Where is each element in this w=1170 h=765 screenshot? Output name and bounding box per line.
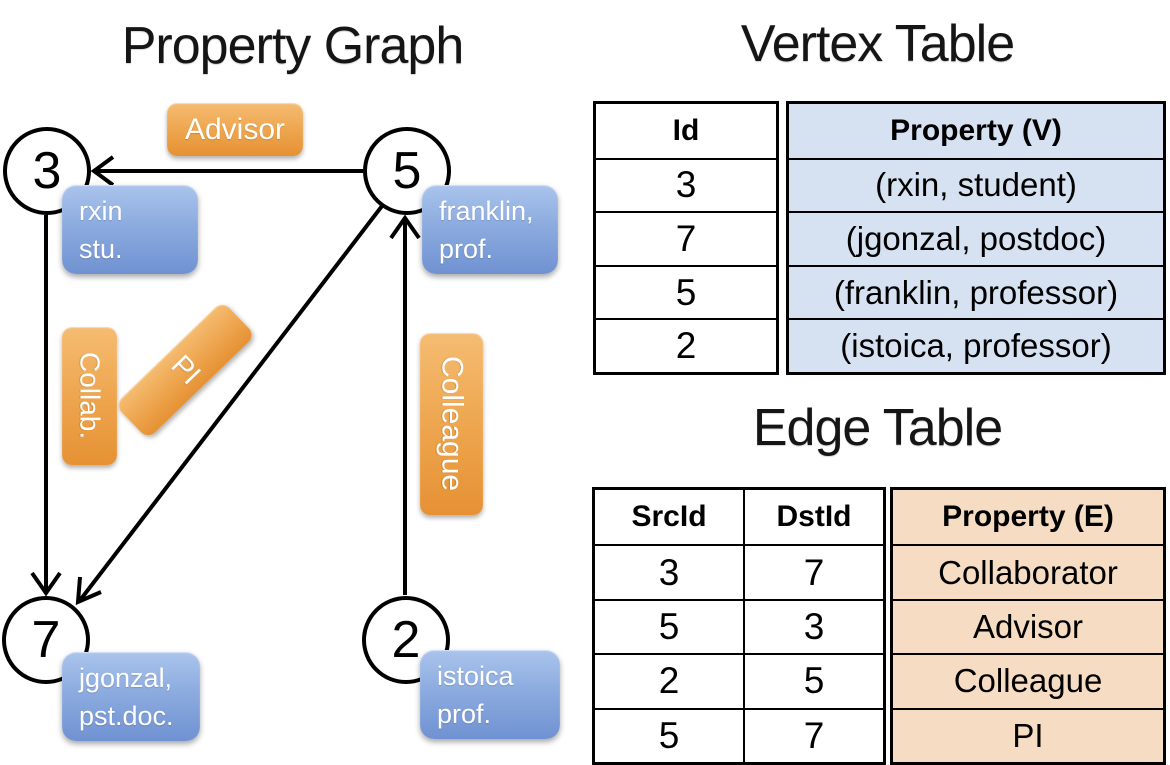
- graph-node-2: 2: [362, 596, 450, 684]
- vertex-table-id-column: Id 3 7 5 2: [593, 101, 779, 375]
- tables-panel: Vertex Table Id 3 7 5 2 Property (V) (rx…: [585, 0, 1170, 765]
- property-graph-panel: Property Graph Advisor Collab. PI Collea…: [0, 0, 585, 760]
- vertex-id-cell: 2: [596, 318, 776, 372]
- node-property-box-franklin: franklin, prof.: [422, 185, 558, 274]
- property-graph-title: Property Graph: [121, 17, 465, 75]
- graph-node-2-id: 2: [391, 611, 421, 669]
- node-property-box-rxin: rxin stu.: [62, 185, 198, 274]
- edge-srcid-cell: 3: [595, 544, 743, 598]
- edge-property-cell: Collaborator: [893, 544, 1163, 599]
- vertex-table-property-column: Property (V) (rxin, student) (jgonzal, p…: [786, 101, 1166, 375]
- node-property-box-istoica: istoica prof.: [420, 650, 560, 739]
- vertex-property-cell: (istoica, professor): [789, 318, 1163, 372]
- node-property-line1: istoica: [437, 661, 514, 691]
- edge-table-property-column: Property (E) Collaborator Advisor Collea…: [890, 487, 1166, 765]
- node-property-line2: pst.doc.: [79, 701, 174, 731]
- node-property-box-jgonzal: jgonzal, pst.doc.: [62, 652, 200, 741]
- vertex-id-cell: 5: [596, 264, 776, 319]
- edge-dstid-cell: 7: [743, 544, 883, 599]
- edge-dstid-cell: 7: [743, 707, 883, 762]
- edge-property-cell: Advisor: [893, 598, 1163, 654]
- node-property-line1: jgonzal,: [79, 663, 173, 693]
- edge-table-title: Edge Table: [752, 399, 1003, 457]
- edge-srcid-cell: 5: [595, 707, 743, 762]
- edge-srcid-cell: 2: [595, 653, 743, 707]
- edge-collab-arrowhead-icon: [30, 571, 62, 597]
- edge-srcid-header: SrcId: [631, 500, 707, 534]
- edge-label-pi-text: PI: [164, 348, 207, 391]
- edge-label-advisor: Advisor: [167, 103, 303, 156]
- node-property-line1: franklin,: [439, 196, 534, 226]
- edge-property-cell: PI: [893, 707, 1163, 762]
- edge-label-colleague: Colleague: [420, 333, 483, 515]
- node-property-line2: prof.: [437, 699, 492, 729]
- edge-pi-arrowhead-icon: [75, 576, 102, 606]
- edge-advisor-arrowhead-icon: [90, 155, 115, 187]
- graph-edges-canvas: [30, 155, 421, 606]
- vertex-property-cell: (franklin, professor): [789, 264, 1163, 319]
- node-property-line2: prof.: [439, 234, 494, 264]
- vertex-property-cell: (rxin, student): [789, 157, 1163, 212]
- edge-label-advisor-text: Advisor: [184, 112, 286, 146]
- edge-label-colleague-text: Colleague: [435, 356, 469, 492]
- edge-pi-line: [79, 204, 384, 601]
- graph-node-7-id: 7: [31, 611, 61, 669]
- edge-label-collab: Collab.: [62, 327, 117, 465]
- edge-property-cell: Colleague: [893, 653, 1163, 708]
- graph-node-3-id: 3: [32, 142, 62, 200]
- edge-table-id-columns: SrcId DstId 3 7 5 3 2 5 5 7: [592, 487, 886, 765]
- vertex-id-cell: 3: [596, 157, 776, 212]
- vertex-id-header: Id: [672, 113, 700, 147]
- vertex-property-cell: (jgonzal, postdoc): [789, 211, 1163, 265]
- edge-dstid-header: DstId: [743, 490, 883, 545]
- edge-srcid-cell: 5: [595, 598, 743, 653]
- edge-colleague-arrowhead-icon: [389, 214, 421, 240]
- edge-property-header: Property (E): [893, 490, 1163, 545]
- graph-node-5-id: 5: [392, 142, 422, 200]
- edge-label-collab-text: Collab.: [74, 352, 106, 440]
- node-property-line2: stu.: [79, 234, 123, 264]
- vertex-table-title: Vertex Table: [740, 15, 1015, 73]
- edge-dstid-cell: 3: [743, 598, 883, 654]
- vertex-property-header: Property (V): [789, 104, 1163, 158]
- edge-dstid-cell: 5: [743, 653, 883, 708]
- vertex-id-cell: 7: [596, 211, 776, 265]
- node-property-line1: rxin: [79, 196, 123, 226]
